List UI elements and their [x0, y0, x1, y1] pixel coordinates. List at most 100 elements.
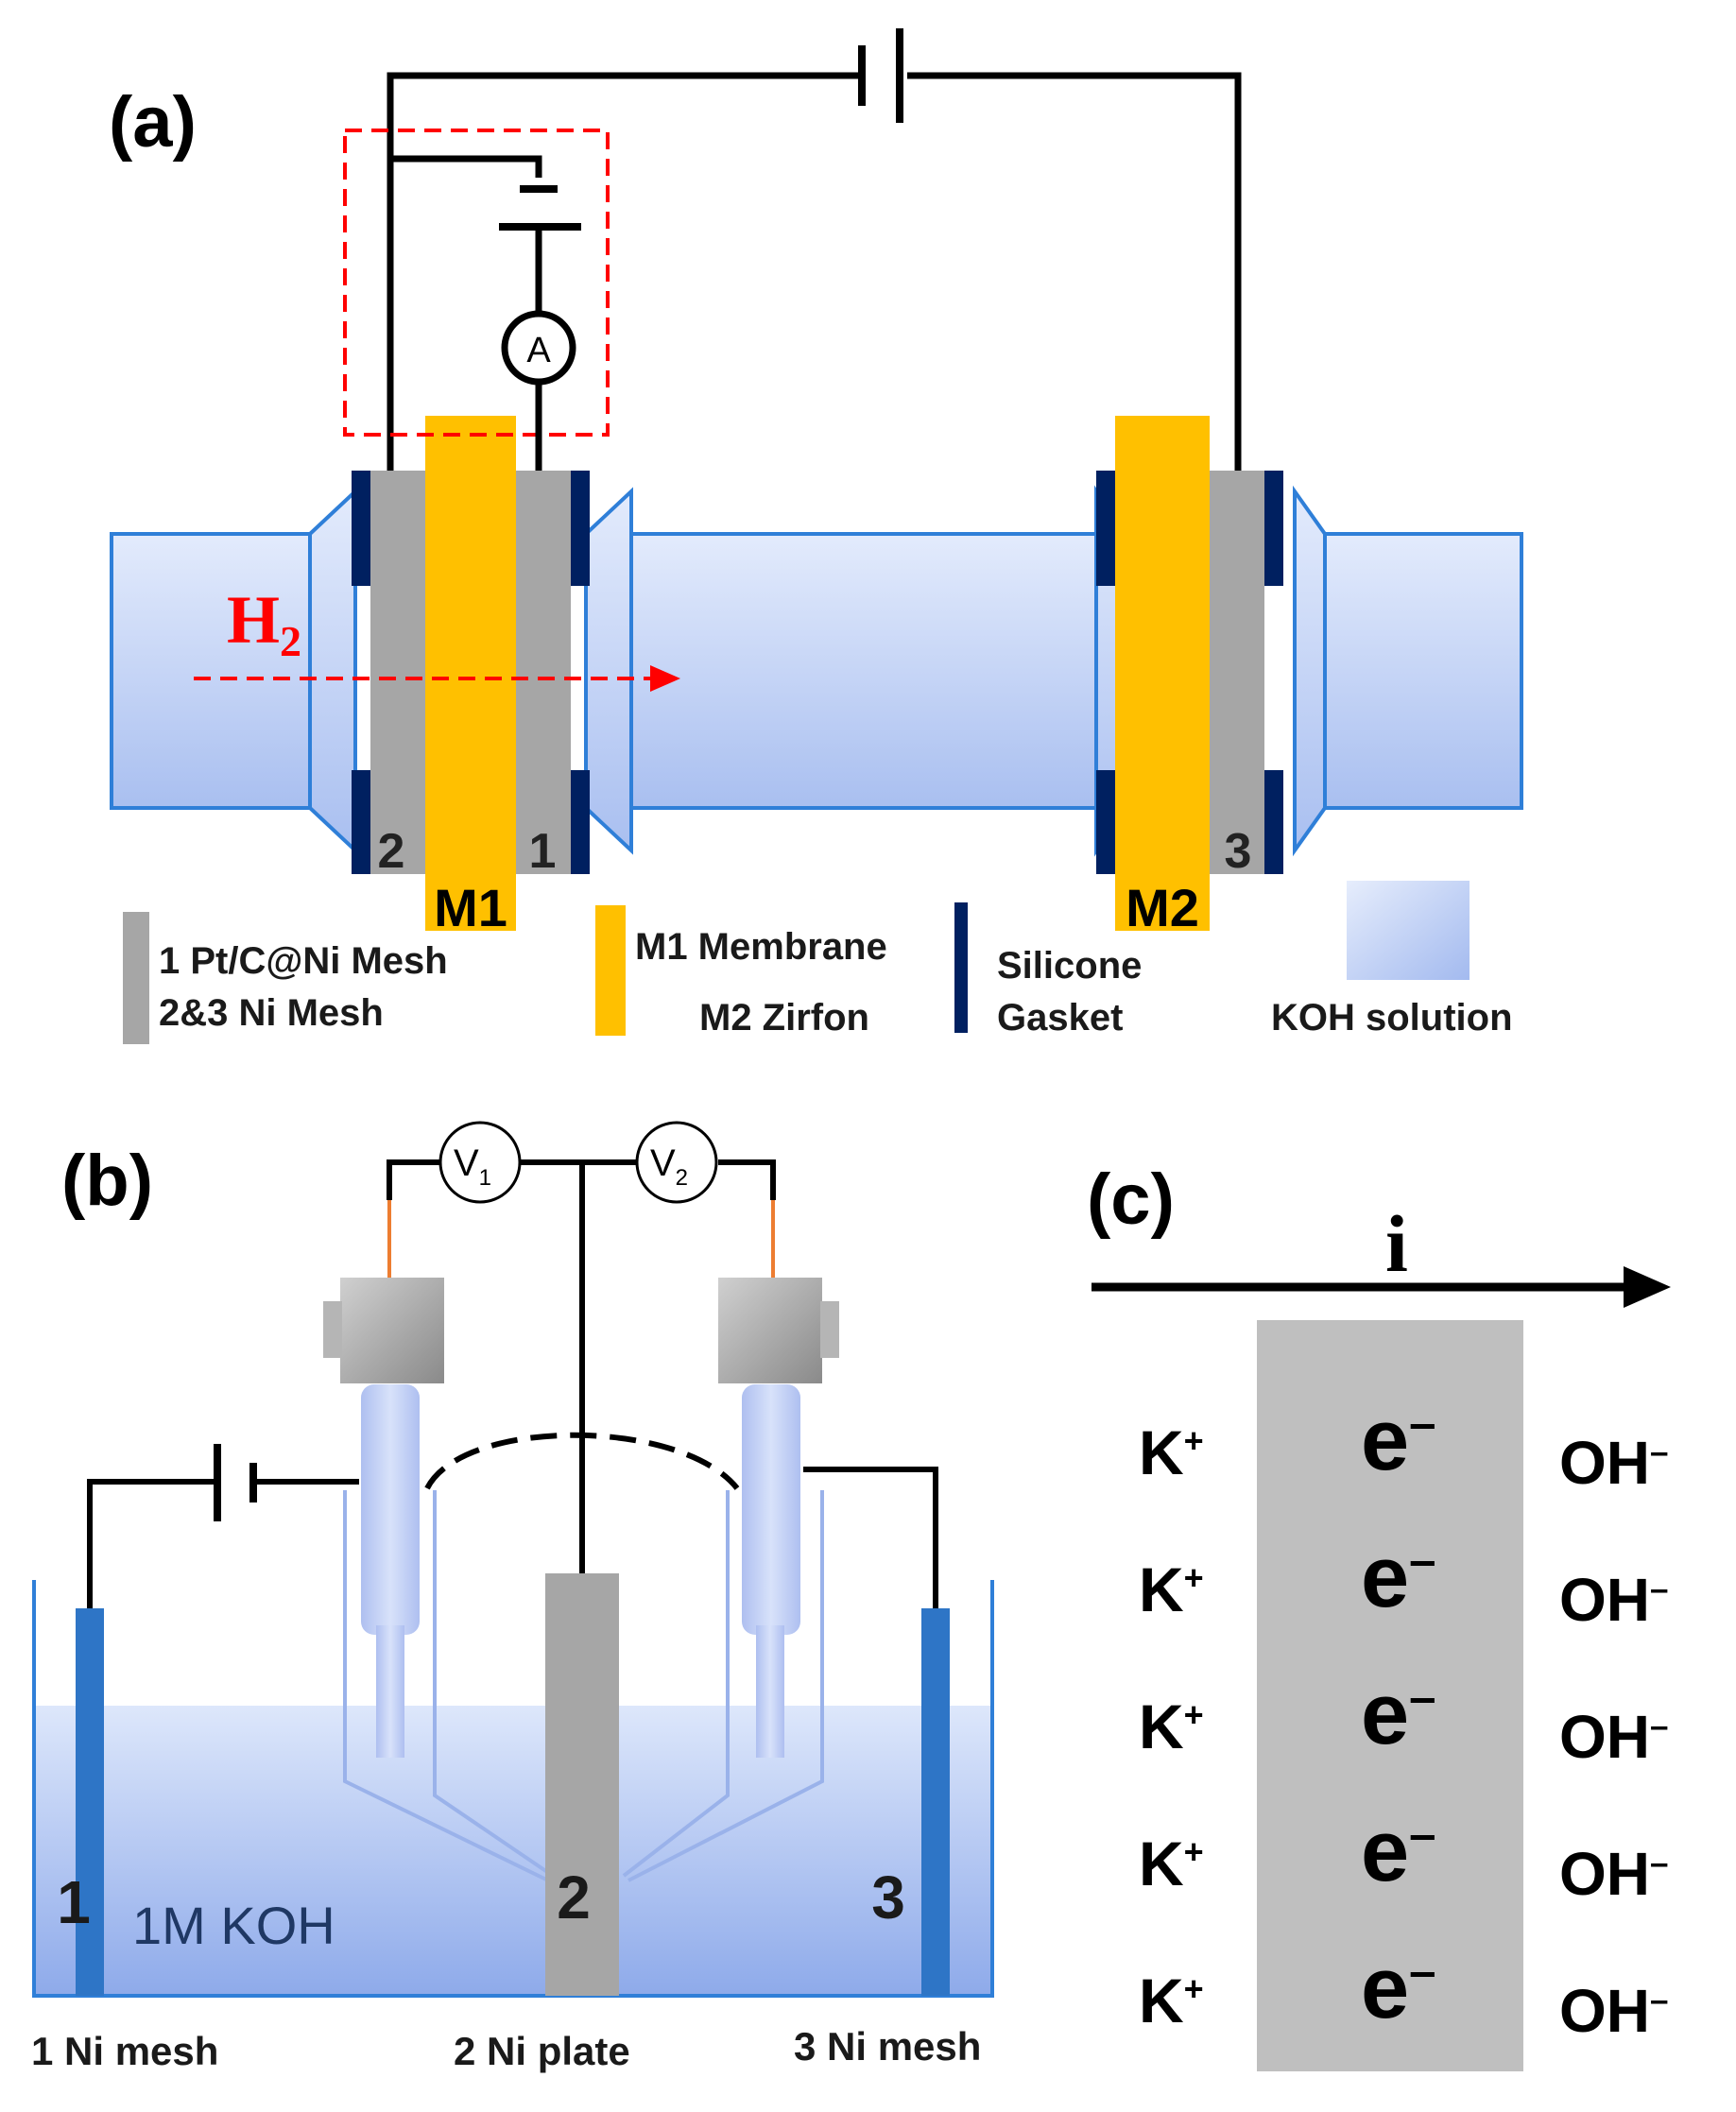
- panel-b-label: (b): [61, 1141, 153, 1221]
- voltmeter-1-symbol: V: [454, 1142, 479, 1184]
- wire-v2-to-ref2: [718, 1159, 776, 1200]
- panel-b-wiring: [87, 1159, 938, 1608]
- tube-left-flange: [308, 487, 357, 855]
- ref1-cap-tab: [323, 1301, 342, 1358]
- mesh-3: [1210, 471, 1264, 874]
- voltmeter-2-symbol: V: [650, 1142, 676, 1184]
- anion-label-charge: –: [1650, 1708, 1668, 1744]
- anion-label: OH–: [1559, 1703, 1668, 1771]
- membrane-m1-label: M1: [434, 878, 507, 937]
- inner-circuit: [390, 155, 581, 471]
- voltmeter-1-label: V1: [454, 1142, 491, 1191]
- anion-label-symbol: OH: [1559, 1429, 1650, 1497]
- h2-subscript: 2: [280, 617, 301, 665]
- anion-label: OH–: [1559, 1429, 1668, 1497]
- cation-label: K+: [1139, 1417, 1204, 1487]
- caption-electrode-2: 2 Ni plate: [454, 2029, 630, 2073]
- reference-electrode-2: [622, 1278, 839, 1882]
- anion-label-symbol: OH: [1559, 1977, 1650, 2045]
- electron-label-charge: –: [1409, 1396, 1435, 1450]
- electron-label-symbol: e: [1361, 1803, 1409, 1899]
- tube-right-section: [1293, 532, 1523, 810]
- electrode-3-ni-mesh: [921, 1608, 950, 1996]
- gasket-right-top: [571, 471, 590, 586]
- electron-label: e–: [1361, 1666, 1436, 1762]
- cell-1-stack: 2 1 M1: [352, 416, 590, 937]
- cation-label-charge: +: [1184, 1695, 1204, 1734]
- panel-a-label: (a): [109, 82, 197, 163]
- h2-arrow-head: [650, 665, 680, 692]
- wire-electrode1-to-battery: [87, 1479, 217, 1608]
- legend-koh-swatch: [1347, 881, 1470, 980]
- ref2-outer-tube: [622, 1490, 824, 1882]
- electron-label-charge: –: [1409, 1533, 1435, 1587]
- gasket-m2-right-bottom: [1264, 770, 1283, 874]
- legend-membrane-line1: M1 Membrane: [635, 926, 887, 968]
- gasket-left-top: [352, 471, 370, 586]
- gasket-m2-left-bottom: [1096, 770, 1115, 874]
- gasket-right-bottom: [571, 770, 590, 874]
- electron-label-symbol: e: [1361, 1529, 1409, 1625]
- legend-koh-label: KOH solution: [1271, 997, 1513, 1039]
- electron-label-symbol: e: [1361, 1666, 1409, 1762]
- voltmeter-2-sub: 2: [676, 1165, 688, 1191]
- anion-label-symbol: OH: [1559, 1703, 1650, 1771]
- ref2-cap: [718, 1278, 822, 1383]
- cation-label-symbol: K: [1139, 1554, 1184, 1624]
- anion-label-charge: –: [1650, 1571, 1668, 1607]
- panel-c: (c) i K+e–OH–K+e–OH–K+e–OH–K+e–OH–K+e–OH…: [1087, 1159, 1671, 2071]
- current-arrow-head: [1624, 1266, 1671, 1308]
- cation-label: K+: [1139, 1966, 1204, 2035]
- tube-right-flange: [1293, 485, 1327, 857]
- electron-label: e–: [1361, 1803, 1436, 1899]
- electrode-1-ni-mesh: [76, 1608, 104, 1996]
- anion-label: OH–: [1559, 1840, 1668, 1908]
- anion-label: OH–: [1559, 1977, 1668, 2045]
- ammeter-symbol: A: [526, 331, 551, 370]
- electron-label-charge: –: [1409, 1944, 1435, 1998]
- gasket-m2-right-top: [1264, 471, 1283, 586]
- cation-label-charge: +: [1184, 1969, 1204, 2008]
- mesh-1: [516, 471, 571, 874]
- legend-gasket-swatch: [954, 902, 968, 1033]
- inner-wire-top: [390, 155, 542, 178]
- electrode-2-ni-plate: [545, 1573, 619, 1996]
- current-label: i: [1385, 1198, 1408, 1289]
- measurement-box-dashed: [343, 129, 610, 437]
- cation-label: K+: [1139, 1691, 1204, 1761]
- mesh-1-number: 1: [529, 824, 557, 879]
- ref1-stem: [361, 1384, 420, 1635]
- cation-label-symbol: K: [1139, 1691, 1184, 1761]
- membrane-m2-label: M2: [1126, 878, 1199, 937]
- legend-membrane-line2: M2 Zirfon: [699, 997, 869, 1039]
- anion-label: OH–: [1559, 1566, 1668, 1634]
- electron-label-charge: –: [1409, 1807, 1435, 1861]
- mesh-3-number: 3: [1225, 824, 1252, 879]
- anion-label-symbol: OH: [1559, 1566, 1650, 1634]
- legend-mesh-line1: 1 Pt/C@Ni Mesh: [159, 940, 448, 982]
- cation-label-charge: +: [1184, 1832, 1204, 1871]
- legend-membrane-swatch: [595, 905, 626, 1036]
- membrane-m1: [425, 416, 516, 931]
- legend-a: 1 Pt/C@Ni Mesh 2&3 Ni Mesh M1 Membrane M…: [123, 881, 1513, 1044]
- cation-label-symbol: K: [1139, 1417, 1184, 1487]
- electron-label-symbol: e: [1361, 1940, 1409, 2036]
- outer-wire-left: [387, 72, 860, 471]
- electrode-1-number: 1: [57, 1868, 91, 1936]
- h2-crossover: H2: [194, 582, 680, 692]
- electron-label-charge: –: [1409, 1670, 1435, 1724]
- cell-2-stack: 3 M2: [1096, 416, 1283, 937]
- electrode-3-number: 3: [871, 1863, 905, 1932]
- voltmeter-1: V1: [438, 1121, 522, 1204]
- tube-middle-section: [584, 532, 1126, 810]
- ref2-cap-tab: [820, 1301, 839, 1358]
- dashed-connection: [424, 1432, 740, 1490]
- cation-label-charge: +: [1184, 1421, 1204, 1460]
- mesh-2-number: 2: [378, 824, 405, 879]
- ref1-cap: [340, 1278, 444, 1383]
- gasket-m2-left-top: [1096, 471, 1115, 586]
- panel-c-label: (c): [1087, 1159, 1175, 1240]
- koh-tube: [110, 485, 1523, 857]
